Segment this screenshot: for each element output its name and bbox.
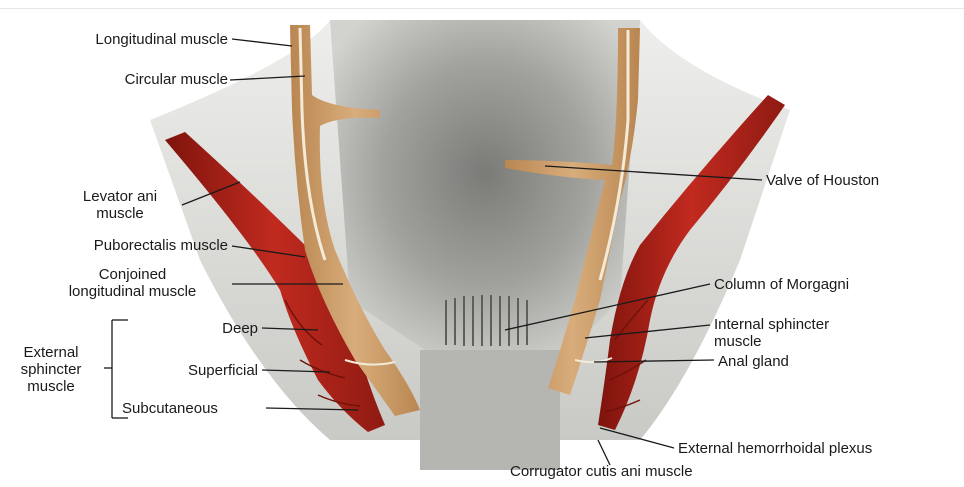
background-tissue bbox=[150, 20, 790, 470]
label-levator-ani-line2: muscle bbox=[60, 205, 180, 222]
label-external-line2: sphincter bbox=[4, 361, 98, 378]
label-levator-ani-line1: Levator ani bbox=[60, 188, 180, 205]
label-conjoined-line1: Conjoined bbox=[35, 266, 230, 283]
label-conjoined-line2: longitudinal muscle bbox=[35, 283, 230, 300]
label-column-of-morgagni: Column of Morgagni bbox=[714, 276, 849, 293]
label-corrugator-cutis-ani-muscle: Corrugator cutis ani muscle bbox=[510, 463, 693, 480]
label-valve-of-houston: Valve of Houston bbox=[766, 172, 879, 189]
label-deep: Deep bbox=[150, 320, 258, 337]
label-circular-muscle: Circular muscle bbox=[30, 71, 228, 88]
label-anal-gland: Anal gland bbox=[718, 353, 789, 370]
label-internal-sphincter-line2: muscle bbox=[714, 333, 762, 350]
label-subcutaneous: Subcutaneous bbox=[122, 400, 218, 417]
label-longitudinal-muscle: Longitudinal muscle bbox=[30, 31, 228, 48]
label-superficial: Superficial bbox=[150, 362, 258, 379]
label-external-hemorrhoidal-plexus: External hemorrhoidal plexus bbox=[678, 440, 872, 457]
label-internal-sphincter-line1: Internal sphincter bbox=[714, 316, 829, 333]
label-external-line1: External bbox=[4, 344, 98, 361]
label-puborectalis-muscle: Puborectalis muscle bbox=[20, 237, 228, 254]
label-external-line3: muscle bbox=[4, 378, 98, 395]
